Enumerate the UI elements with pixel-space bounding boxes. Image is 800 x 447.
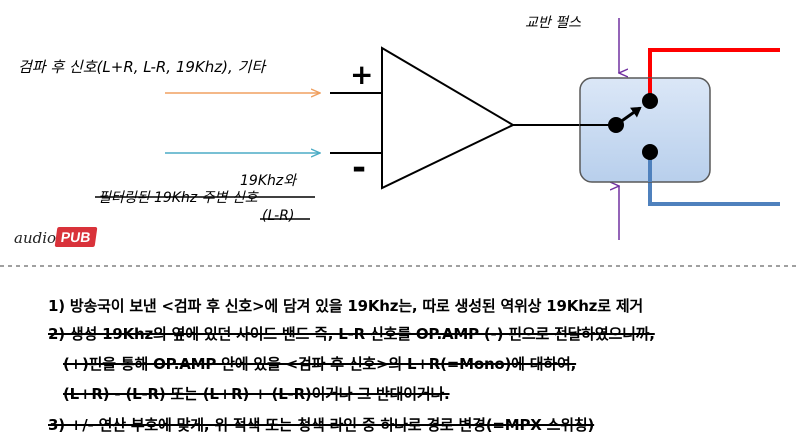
input-bottom-line2: 필터링된 19Khz 주변 신호 [98,190,258,206]
logo-badge: PUB [54,227,98,247]
logo-prefix: audio [14,229,57,247]
note-2: 2) 생성 19Khz의 옆에 있던 사이드 밴드 즉, L-R 신호를 OP.… [48,325,655,343]
input-top-label: 검파 후 신호(L+R, L-R, 19Khz), 기타 [18,58,266,76]
note-1: 1) 방송국이 보낸 <검파 후 신호>에 담겨 있을 19Khz는, 따로 생… [48,297,644,315]
input-bottom-line1: 19Khz와 [240,173,297,189]
switch-pivot-dot [608,117,624,133]
switch-pulse-label: 교반 펄스 [525,15,581,31]
plus-sign: + [350,58,374,91]
switch-contact-blue [642,144,658,160]
op-amp-triangle [381,46,516,190]
minus-sign: - [352,148,367,188]
note-2-cont-2: (L+R) - (L-R) 또는 (L+R) + (L-R)이거나 그 반대이거… [63,385,450,403]
mpx-switch-box [579,77,711,183]
note-2-cont-1: (+)핀을 통해 OP.AMP 안에 있을 <검파 후 신호>의 L+R(=Mo… [63,355,577,373]
note-3: 3) +/- 연산 부호에 맞게, 위 적색 또는 청색 라인 중 하나로 경로… [48,416,595,434]
switch-contact-red [642,93,658,109]
input-bottom-line3: (L-R) [262,208,295,224]
